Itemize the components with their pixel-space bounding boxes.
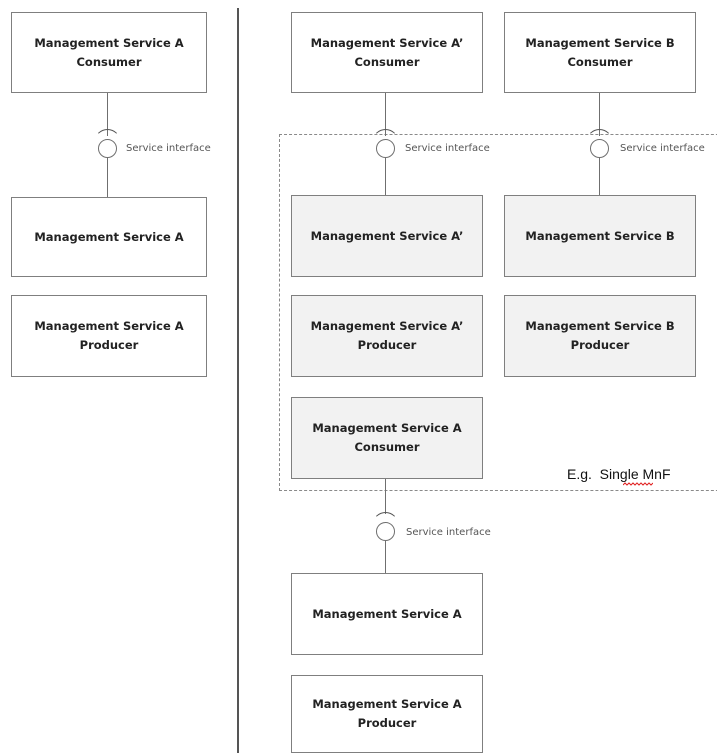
interface-lollipop-circle: [590, 139, 609, 158]
connector-line: [107, 158, 108, 197]
consumer-box-b-line1: Management Service B: [525, 35, 675, 50]
mnf-boundary: [279, 134, 717, 491]
interface-socket-arc: [372, 129, 399, 156]
interface-socket-arc: [586, 129, 613, 156]
interface-label: Service interface: [620, 143, 705, 154]
producer-box-b-line2: Producer: [570, 338, 630, 352]
producer-box-a: Management Service A Producer: [11, 295, 207, 377]
inner-consumer-box-a-line2: Consumer: [354, 440, 420, 454]
producer-box-a-prime: Management Service A’ Producer: [291, 295, 483, 377]
producer-box-a-line1: Management Service A: [34, 319, 184, 333]
consumer-box-a: Management Service A Consumer: [11, 12, 207, 93]
interface-lollipop-circle: [376, 522, 395, 541]
connector-line: [385, 93, 386, 136]
service-box-b: Management Service B: [504, 195, 696, 277]
bottom-producer-box-a-line2: Producer: [357, 716, 417, 730]
consumer-box-a-prime-line1: Management Service A’: [310, 35, 464, 50]
producer-box-a-line2: Producer: [79, 338, 139, 352]
spellcheck-underline: [623, 482, 653, 486]
producer-box-b-line1: Management Service B: [525, 319, 675, 333]
consumer-box-b-line2: Consumer: [567, 54, 633, 69]
connector-line: [385, 541, 386, 573]
bottom-service-box-a-label: Management Service A: [312, 606, 462, 621]
consumer-box-a-line1: Management Service A: [34, 35, 184, 50]
inner-consumer-box-a: Management Service A Consumer: [291, 397, 483, 479]
interface-label: Service interface: [126, 143, 211, 154]
interface-socket-arc: [94, 129, 121, 156]
inner-consumer-box-a-line1: Management Service A: [312, 421, 462, 435]
consumer-box-a-line2: Consumer: [76, 54, 142, 69]
connector-line: [599, 158, 600, 195]
bottom-service-box-a: Management Service A: [291, 573, 483, 655]
interface-socket-arc: [372, 512, 399, 539]
service-box-a-prime-label: Management Service A’: [310, 228, 464, 243]
connector-line: [107, 93, 108, 136]
interface-lollipop-circle: [376, 139, 395, 158]
consumer-box-a-prime-line2: Consumer: [354, 54, 420, 69]
service-box-a-label: Management Service A: [34, 229, 184, 244]
connector-line: [385, 158, 386, 195]
connector-line: [385, 479, 386, 514]
bottom-producer-box-a: Management Service A Producer: [291, 675, 483, 753]
connector-line: [599, 93, 600, 136]
service-box-b-label: Management Service B: [525, 228, 675, 243]
vertical-divider: [237, 8, 239, 753]
interface-label: Service interface: [406, 527, 491, 538]
producer-box-b: Management Service B Producer: [504, 295, 696, 377]
mnf-boundary-label: E.g. Single MnF: [567, 466, 671, 482]
interface-lollipop-circle: [98, 139, 117, 158]
interface-label: Service interface: [405, 143, 490, 154]
bottom-producer-box-a-line1: Management Service A: [312, 697, 462, 711]
service-box-a: Management Service A: [11, 197, 207, 277]
producer-box-a-prime-line1: Management Service A’: [310, 319, 464, 333]
producer-box-a-prime-line2: Producer: [357, 338, 417, 352]
consumer-box-a-prime: Management Service A’ Consumer: [291, 12, 483, 93]
service-box-a-prime: Management Service A’: [291, 195, 483, 277]
consumer-box-b: Management Service B Consumer: [504, 12, 696, 93]
